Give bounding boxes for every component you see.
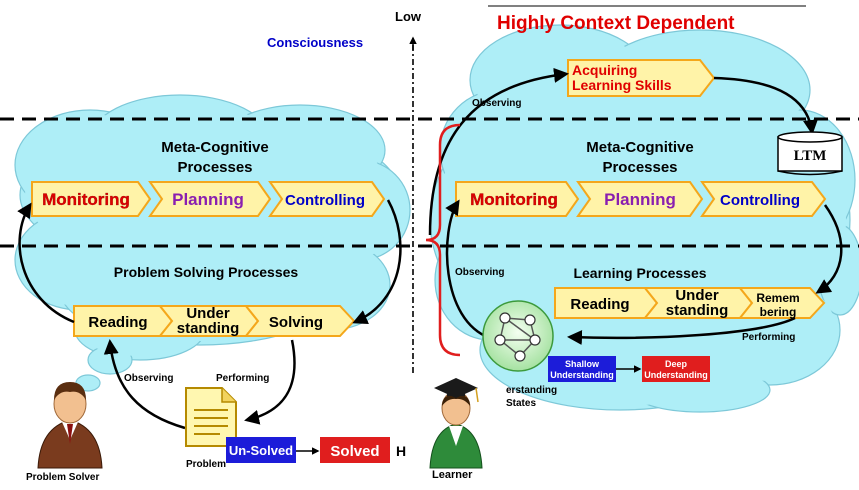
left-monitoring-label: Monitoring: [42, 190, 130, 209]
lp-title: Learning Processes: [573, 265, 706, 281]
context-title: Highly Context Dependent: [497, 13, 735, 34]
left-meta-title-1: Meta-Cognitive: [161, 139, 269, 156]
observing-top-label: Observing: [472, 98, 521, 109]
left-controlling-label: Controlling: [285, 192, 365, 209]
axis-low-label: Low: [395, 9, 422, 24]
lp-reading-label: Reading: [570, 296, 629, 313]
right-meta-title-1: Meta-Cognitive: [586, 139, 694, 156]
controlling-to-remembering-arrow: [815, 204, 843, 294]
h-mark: H: [396, 443, 406, 459]
left-meta-title-2: Processes: [177, 159, 252, 176]
left-meta-arrows: [31, 181, 386, 217]
left-control-to-solving-arrow: [352, 199, 402, 325]
problem-label: Problem: [186, 459, 226, 470]
states-label-1: erstanding: [506, 385, 557, 396]
shallow-label-2: Understanding: [550, 370, 614, 380]
problem-solver-avatar: [37, 382, 103, 469]
solved-badge: [320, 437, 390, 463]
lp-arrows: [554, 287, 826, 319]
left-solving-label: Solving: [269, 314, 323, 331]
right-monitoring-label: Monitoring: [470, 190, 558, 209]
deep-badge: [642, 356, 710, 382]
right-meta-arrows: [455, 181, 827, 217]
observing-to-acquiring-arrow: [428, 67, 569, 236]
lp-standing-label: standing: [666, 302, 729, 319]
left-reading-label: Reading: [88, 314, 147, 331]
unsolved-badge: [226, 437, 296, 463]
deep-label-1: Deep: [665, 359, 688, 369]
unsolved-label: Un-Solved: [229, 443, 293, 458]
left-monitoring-arrow: [31, 181, 152, 217]
left-observing-arrow: [103, 339, 186, 430]
right-planning-arrow: [576, 181, 704, 217]
right-meta-title-2: Processes: [602, 159, 677, 176]
deep-label-2: Understanding: [644, 370, 708, 380]
problem-document-icon: [185, 387, 237, 447]
left-controlling-arrow: [268, 181, 386, 217]
left-observing-label: Observing: [124, 373, 173, 384]
shallow-label-1: Shallow: [565, 359, 600, 369]
left-ps-arrows: [73, 305, 356, 337]
right-controlling-arrow: [700, 181, 827, 217]
right-controlling-label: Controlling: [720, 192, 800, 209]
lp-bering-label: bering: [760, 305, 797, 319]
lp-remembering-arrow: [737, 287, 826, 319]
lp-under-label: Under: [675, 287, 719, 304]
acquiring-arrow-shape: [567, 59, 716, 97]
ltm-label: LTM: [794, 148, 827, 164]
left-under-label: Under: [186, 305, 230, 322]
shallow-badge: [548, 356, 616, 382]
left-standing-label: standing: [177, 320, 240, 337]
left-planning-label: Planning: [172, 190, 244, 209]
left-performing-arrow: [244, 339, 296, 425]
observing-mid-label: Observing: [455, 267, 504, 278]
learner-avatar: [429, 378, 483, 469]
left-ps-title: Problem Solving Processes: [114, 264, 299, 280]
right-planning-label: Planning: [604, 190, 676, 209]
acquiring-label-1: Acquiring: [572, 62, 637, 78]
right-performing-label: Performing: [742, 332, 795, 343]
network-to-monitoring-arrow: [445, 199, 491, 340]
lp-remem-label: Remem: [756, 291, 799, 305]
left-performing-label: Performing: [216, 373, 269, 384]
problem-solver-label: Problem Solver: [26, 472, 99, 483]
left-planning-arrow: [148, 181, 272, 217]
remembering-to-network-arrow: [567, 316, 796, 345]
left-reading-to-monitoring-arrow: [17, 202, 75, 324]
understanding-network-icon: [482, 300, 554, 372]
acquiring-to-ltm-arrow: [713, 76, 818, 135]
acquiring-label-2: Learning Skills: [572, 77, 672, 93]
consciousness-label: Consciousness: [267, 35, 363, 50]
solved-label: Solved: [330, 443, 379, 460]
learner-label: Learner: [432, 469, 473, 481]
left-solving-arrow: [243, 305, 356, 337]
states-label-2: States: [506, 398, 536, 409]
ltm-cylinder: [777, 131, 843, 176]
observing-bracket: [425, 123, 461, 357]
